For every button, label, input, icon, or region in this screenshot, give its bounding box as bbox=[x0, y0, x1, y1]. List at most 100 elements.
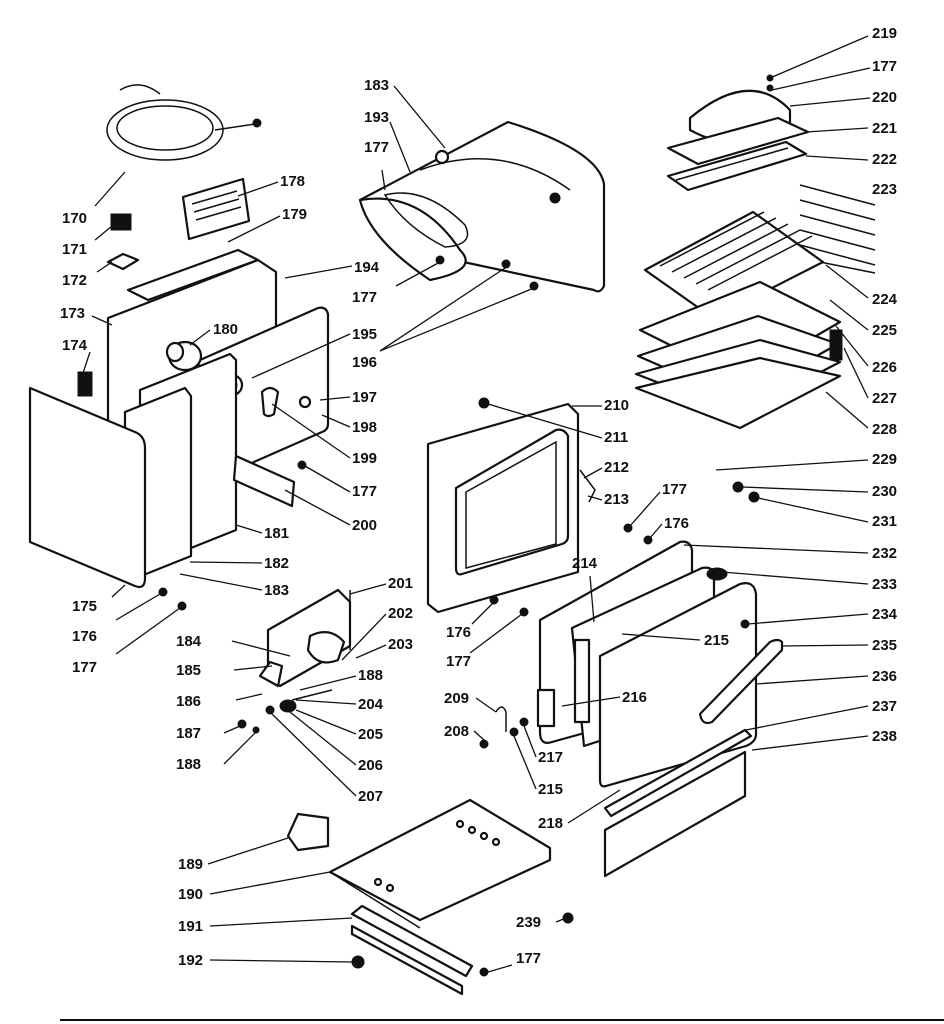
callout-184: 184 bbox=[176, 633, 202, 650]
callout-191: 191 bbox=[178, 918, 204, 935]
callout-230: 230 bbox=[872, 483, 898, 500]
heating-element-part bbox=[799, 184, 876, 274]
callout-172: 172 bbox=[62, 272, 88, 289]
callout-220: 220 bbox=[872, 89, 898, 106]
control-valve-part bbox=[237, 588, 352, 734]
screw-part-2 bbox=[479, 967, 489, 977]
callout-176: 176 bbox=[72, 628, 98, 645]
nut-part bbox=[732, 481, 744, 493]
callout-177-burner: 177 bbox=[872, 58, 898, 75]
callout-228: 228 bbox=[872, 421, 898, 438]
callout-182: 182 bbox=[264, 555, 290, 572]
callout-202: 202 bbox=[388, 605, 414, 622]
callout-233: 233 bbox=[872, 576, 898, 593]
callout-212: 212 bbox=[604, 459, 630, 476]
oven-rack-part bbox=[643, 210, 825, 320]
callout-209: 209 bbox=[444, 690, 470, 707]
callout-183-top: 183 bbox=[364, 77, 390, 94]
callout-225: 225 bbox=[872, 322, 898, 339]
callout-195: 195 bbox=[352, 326, 378, 343]
callout-176-frame: 176 bbox=[446, 624, 472, 641]
callout-177-frame: 177 bbox=[446, 653, 472, 670]
callout-217: 217 bbox=[538, 749, 564, 766]
callout-199: 199 bbox=[352, 450, 378, 467]
wiring-label-part bbox=[181, 177, 251, 241]
callout-188: 188 bbox=[358, 667, 384, 684]
callout-232: 232 bbox=[872, 545, 898, 562]
callout-188-lower: 188 bbox=[176, 756, 202, 773]
oven-door-frame-part bbox=[426, 397, 596, 614]
callout-238: 238 bbox=[872, 728, 898, 745]
screw-part-9 bbox=[158, 587, 168, 597]
callout-187: 187 bbox=[176, 725, 202, 742]
callout-236: 236 bbox=[872, 668, 898, 685]
door-latch-part bbox=[479, 706, 529, 749]
callout-185: 185 bbox=[176, 662, 202, 679]
callout-177-drawer: 177 bbox=[516, 950, 542, 967]
callout-221: 221 bbox=[872, 120, 898, 137]
callout-200: 200 bbox=[352, 517, 378, 534]
callout-216: 216 bbox=[622, 689, 648, 706]
callout-170: 170 bbox=[62, 210, 88, 227]
callout-177-cooktop: 177 bbox=[352, 289, 378, 306]
callout-171: 171 bbox=[62, 241, 88, 258]
top-burner-assembly-part bbox=[666, 74, 810, 192]
callout-229: 229 bbox=[872, 451, 898, 468]
callout-208: 208 bbox=[444, 723, 470, 740]
callout-197: 197 bbox=[352, 389, 378, 406]
callout-177-door: 177 bbox=[662, 481, 688, 498]
callout-213: 213 bbox=[604, 491, 630, 508]
callout-198: 198 bbox=[352, 419, 378, 436]
callout-215-lower: 215 bbox=[538, 781, 564, 798]
callout-203: 203 bbox=[388, 636, 414, 653]
callout-186: 186 bbox=[176, 693, 202, 710]
callout-189: 189 bbox=[178, 856, 204, 873]
bracket-part bbox=[106, 252, 140, 271]
callout-196: 196 bbox=[352, 354, 378, 371]
callout-214: 214 bbox=[572, 555, 598, 572]
callout-176-door: 176 bbox=[664, 515, 690, 532]
callout-231: 231 bbox=[872, 513, 898, 530]
door-hinge-part bbox=[536, 638, 591, 728]
callout-192: 192 bbox=[178, 952, 204, 969]
leader-lines bbox=[81, 35, 871, 973]
callout-219: 219 bbox=[872, 25, 898, 42]
callout-183: 183 bbox=[264, 582, 290, 599]
callout-239: 239 bbox=[516, 914, 542, 931]
screw-part-4 bbox=[529, 281, 539, 291]
callout-211: 211 bbox=[604, 429, 629, 446]
door-trim-part bbox=[603, 728, 753, 878]
side-panel-part bbox=[28, 386, 147, 589]
callout-205: 205 bbox=[358, 726, 384, 743]
callout-215: 215 bbox=[704, 632, 730, 649]
clip-part bbox=[77, 371, 93, 397]
callout-235: 235 bbox=[872, 637, 898, 654]
callout-234: 234 bbox=[872, 606, 898, 623]
power-cord-part bbox=[106, 84, 262, 161]
callout-179: 179 bbox=[282, 206, 308, 223]
callout-190: 190 bbox=[178, 886, 204, 903]
callout-180: 180 bbox=[213, 321, 239, 338]
callout-223: 223 bbox=[872, 181, 898, 198]
callout-206: 206 bbox=[358, 757, 384, 774]
callout-210: 210 bbox=[604, 397, 630, 414]
screw-part bbox=[562, 912, 574, 924]
callout-194: 194 bbox=[354, 259, 380, 276]
callout-204: 204 bbox=[358, 696, 384, 713]
callout-174: 174 bbox=[62, 337, 88, 354]
bottom-plate-part bbox=[232, 454, 296, 508]
broiler-drawer-part bbox=[286, 798, 552, 996]
callout-222: 222 bbox=[872, 151, 898, 168]
burner-part bbox=[165, 340, 203, 372]
callout-226: 226 bbox=[872, 359, 898, 376]
cooktop-part bbox=[358, 120, 606, 293]
callout-173: 173 bbox=[60, 305, 86, 322]
screw-part-11 bbox=[297, 460, 307, 470]
callout-193: 193 bbox=[364, 109, 390, 126]
callout-207: 207 bbox=[358, 788, 384, 805]
callout-227: 227 bbox=[872, 390, 898, 407]
nut-part-2 bbox=[748, 491, 760, 503]
callout-181: 181 bbox=[264, 525, 290, 542]
callout-218: 218 bbox=[538, 815, 564, 832]
